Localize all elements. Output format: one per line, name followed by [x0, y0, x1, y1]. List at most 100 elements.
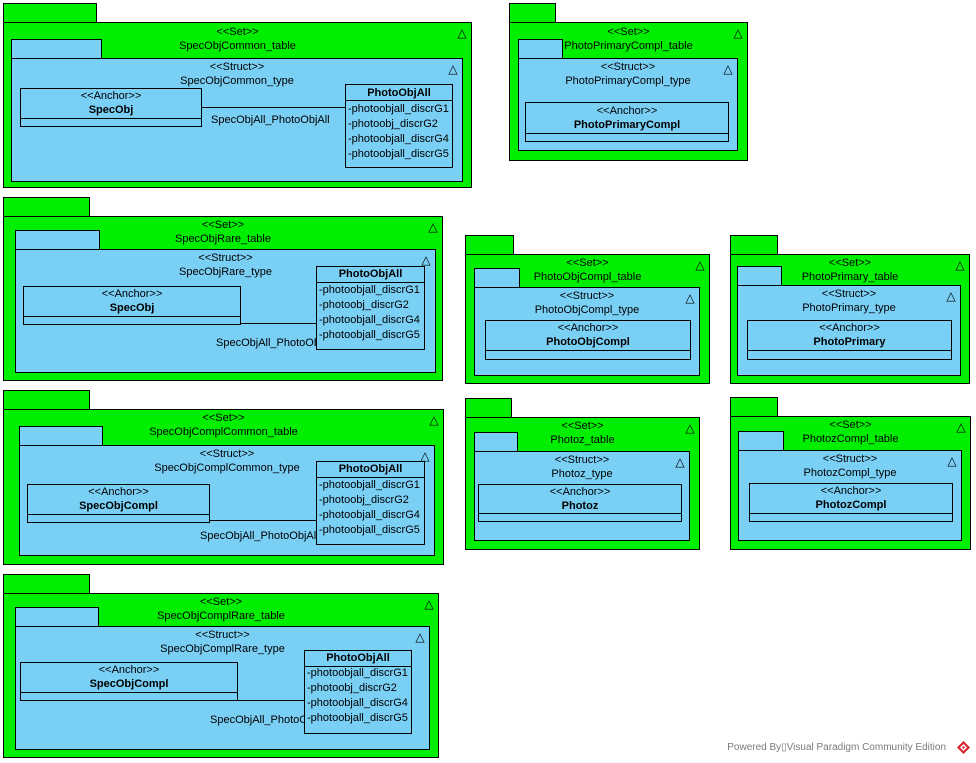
anchor-class-name: SpecObjCompl [79, 500, 158, 512]
triangle-icon[interactable]: △ [956, 420, 966, 434]
struct-tab [15, 607, 99, 627]
class-attribute: -photoobjall_discrG4 [307, 697, 408, 709]
class-divider [24, 316, 240, 317]
struct-name: PhotoObjCompl_type [534, 304, 640, 316]
class-name: PhotoObjAll [338, 268, 403, 280]
set-tab [3, 574, 90, 594]
association-line[interactable] [210, 520, 316, 521]
class-divider [317, 477, 424, 478]
visual-paradigm-logo-icon [957, 741, 970, 754]
triangle-icon[interactable]: △ [448, 62, 458, 76]
anchor-class-photoobjcompl[interactable]: <<Anchor>> PhotoObjCompl [485, 320, 691, 360]
triangle-icon[interactable]: △ [685, 291, 695, 305]
triangle-icon[interactable]: △ [457, 26, 467, 40]
set-name: PhotoObjCompl_table [533, 271, 642, 283]
struct-name: PhotoPrimary_type [802, 302, 896, 314]
class-attribute: -photoobjall_discrG4 [319, 314, 420, 326]
set-tab [465, 235, 514, 255]
triangle-icon[interactable]: △ [695, 258, 705, 272]
set-name: PhotoPrimaryCompl_table [564, 40, 693, 52]
anchor-class-photozcompl[interactable]: <<Anchor>> PhotozCompl [749, 483, 953, 522]
set-stereotype: <<Set>> [566, 257, 609, 269]
set-tab [730, 235, 778, 255]
anchor-class-name: Photoz [561, 500, 599, 512]
association-label: SpecObjAll_PhotoObjAll [216, 337, 335, 349]
struct-name: PhotozCompl_type [803, 467, 897, 479]
set-name: Photoz_table [550, 434, 615, 446]
triangle-icon[interactable]: △ [955, 258, 965, 272]
association-line[interactable] [241, 323, 316, 324]
association-label: SpecObjAll_PhotoObjAll [210, 714, 329, 726]
set-name: PhotoPrimary_table [801, 271, 899, 283]
struct-stereotype: <<Struct>> [554, 454, 610, 466]
anchor-class-specobj[interactable]: <<Anchor>> SpecObj [23, 286, 241, 325]
class-photoobjall[interactable]: PhotoObjAll -photoobjall_discrG1 -photoo… [304, 650, 412, 734]
class-divider [748, 350, 951, 351]
anchor-stereotype: <<Anchor>> [596, 105, 658, 117]
anchor-class-specobj[interactable]: <<Anchor>> SpecObj [20, 88, 202, 127]
struct-name: SpecObjCommon_type [180, 75, 294, 87]
struct-stereotype: <<Struct>> [195, 629, 250, 641]
anchor-class-name: PhotoPrimaryCompl [573, 119, 681, 131]
set-tab [3, 197, 90, 217]
anchor-class-photoprimarycompl[interactable]: <<Anchor>> PhotoPrimaryCompl [525, 102, 729, 142]
anchor-class-photoz[interactable]: <<Anchor>> Photoz [478, 484, 682, 522]
class-photoobjall[interactable]: PhotoObjAll -photoobjall_discrG1 -photoo… [316, 266, 425, 350]
triangle-icon[interactable]: △ [428, 220, 438, 234]
struct-tab [474, 432, 518, 452]
class-photoobjall[interactable]: PhotoObjAll -photoobjall_discrG1 -photoo… [345, 84, 453, 168]
association-line[interactable] [238, 700, 304, 701]
set-tab [730, 397, 778, 417]
powered-by-footer: Powered By▯Visual Paradigm Community Edi… [727, 742, 946, 753]
triangle-icon[interactable]: △ [675, 455, 685, 469]
triangle-icon[interactable]: △ [415, 630, 425, 644]
struct-tab [11, 39, 102, 59]
class-attribute: -photoobjall_discrG1 [319, 479, 420, 491]
set-name: SpecObjComplCommon_table [149, 426, 298, 438]
class-photoobjall[interactable]: PhotoObjAll -photoobjall_discrG1 -photoo… [316, 461, 425, 545]
association-label: SpecObjAll_PhotoObjAll [211, 114, 330, 126]
set-stereotype: <<Set>> [199, 596, 243, 608]
set-stereotype: <<Set>> [216, 26, 259, 38]
set-tab [509, 3, 556, 23]
class-divider [305, 666, 411, 667]
set-tab [3, 390, 90, 410]
triangle-icon[interactable]: △ [429, 413, 439, 427]
anchor-class-name: SpecObjCompl [89, 678, 169, 690]
anchor-stereotype: <<Anchor>> [549, 486, 611, 498]
anchor-class-name: PhotoObjCompl [546, 336, 630, 348]
triangle-icon[interactable]: △ [424, 597, 434, 611]
triangle-icon[interactable]: △ [723, 62, 733, 76]
anchor-class-specobjcompl[interactable]: <<Anchor>> SpecObjCompl [20, 662, 238, 701]
class-divider [21, 118, 201, 119]
class-attribute: -photoobjall_discrG5 [348, 148, 449, 160]
class-attribute: -photoobjall_discrG4 [319, 509, 420, 521]
triangle-icon[interactable]: △ [420, 449, 430, 463]
anchor-stereotype: <<Anchor>> [88, 486, 149, 498]
struct-stereotype: <<Struct>> [209, 61, 265, 73]
struct-name: SpecObjRare_type [179, 266, 272, 278]
anchor-stereotype: <<Anchor>> [101, 288, 163, 300]
triangle-icon[interactable]: △ [685, 421, 695, 435]
anchor-stereotype: <<Anchor>> [820, 485, 882, 497]
struct-tab [15, 230, 100, 250]
anchor-class-specobjcompl[interactable]: <<Anchor>> SpecObjCompl [27, 484, 210, 523]
triangle-icon[interactable]: △ [421, 253, 431, 267]
class-attribute: -photoobjall_discrG4 [348, 133, 449, 145]
anchor-class-name: PhotoPrimary [813, 336, 886, 348]
class-divider [479, 513, 681, 514]
set-name: PhotozCompl_table [802, 433, 899, 445]
anchor-class-name: SpecObj [88, 104, 134, 116]
anchor-stereotype: <<Anchor>> [98, 664, 160, 676]
struct-stereotype: <<Struct>> [198, 252, 253, 264]
class-name: PhotoObjAll [326, 652, 390, 664]
triangle-icon[interactable]: △ [733, 26, 743, 40]
class-divider [21, 692, 237, 693]
set-name: SpecObjRare_table [174, 233, 271, 245]
triangle-icon[interactable]: △ [946, 289, 956, 303]
anchor-class-photoprimary[interactable]: <<Anchor>> PhotoPrimary [747, 320, 952, 360]
set-stereotype: <<Set>> [202, 412, 245, 424]
association-line[interactable] [202, 107, 345, 108]
struct-name: SpecObjComplCommon_type [154, 462, 300, 474]
triangle-icon[interactable]: △ [947, 454, 957, 468]
